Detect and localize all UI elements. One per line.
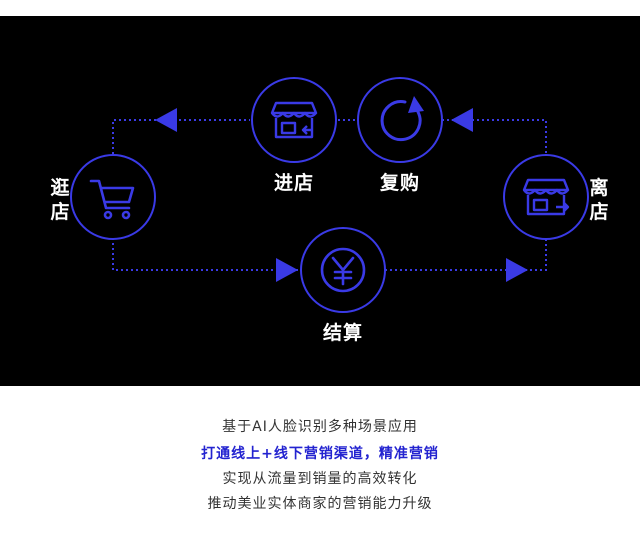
flow-diagram-panel: 进店 复购 结算 逛店 离店	[0, 16, 640, 386]
caption-line-1: 基于AI人脸识别多种场景应用	[222, 419, 418, 435]
caption-line-2: 打通线上+线下营销渠道，精准营销	[201, 446, 439, 462]
connector-stroll-checkout	[112, 238, 300, 271]
refresh-cycle-icon	[380, 96, 424, 142]
node-leave-circle	[503, 154, 589, 240]
node-repurchase-label: 复购	[379, 172, 421, 194]
connector-stroll-enter	[112, 119, 250, 154]
node-enter-label: 进店	[273, 172, 315, 194]
arrow-right-to-checkout	[276, 258, 298, 282]
flow-diagram	[70, 77, 589, 313]
connector-checkout-leave	[385, 238, 547, 271]
arrowheads	[155, 108, 528, 282]
storefront-enter-icon	[270, 101, 318, 139]
storefront-exit-icon	[522, 178, 570, 216]
arrow-right-to-leave	[506, 258, 528, 282]
caption-line-4: 推动美业实体商家的营销能力升级	[207, 496, 433, 512]
node-repurchase-circle	[357, 77, 443, 163]
shopping-cart-icon	[89, 179, 135, 220]
caption-line-3: 实现从流量到销量的高效转化	[222, 471, 418, 487]
arrow-left-to-stroll	[155, 108, 177, 132]
connector-lines	[112, 119, 547, 271]
yen-coin-icon	[320, 247, 366, 293]
node-leave-label: 离店	[589, 177, 609, 223]
node-checkout-label: 结算	[322, 322, 364, 344]
node-stroll-circle	[70, 154, 156, 240]
connector-leave-repurchase	[442, 119, 547, 154]
node-enter-circle	[251, 77, 337, 163]
arrow-left-to-repurchase	[451, 108, 473, 132]
node-stroll-label: 逛店	[50, 177, 70, 223]
